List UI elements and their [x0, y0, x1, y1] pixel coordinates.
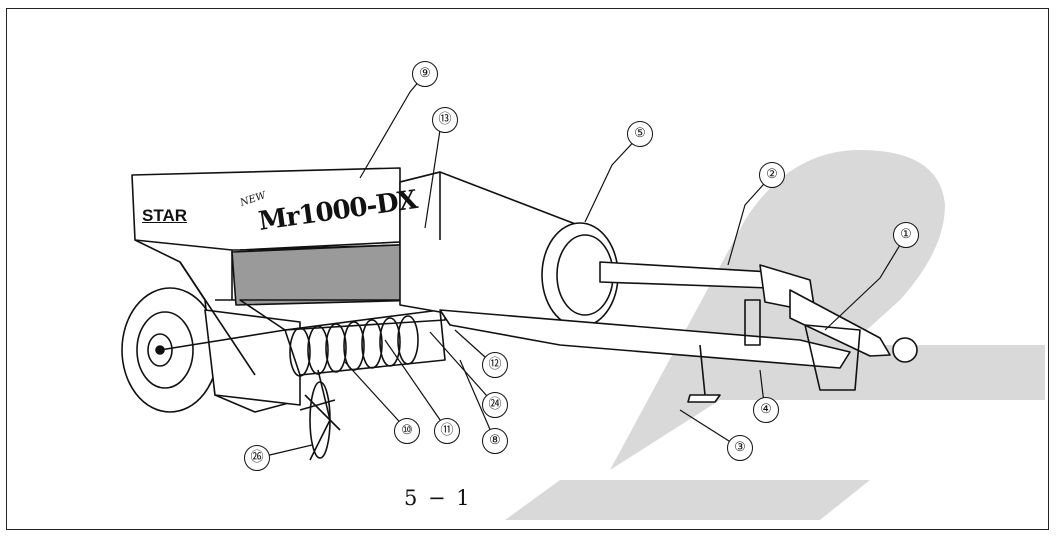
callout-9: ⑨ — [412, 61, 438, 87]
wheel — [121, 287, 219, 413]
callout-5: ⑤ — [627, 121, 653, 147]
callout-26: ㉖ — [244, 445, 270, 471]
leader-lines — [256, 73, 907, 459]
callout-4: ④ — [753, 397, 779, 423]
callout-13: ⑬ — [432, 107, 458, 133]
callout-8: ⑧ — [482, 428, 508, 454]
callout-12: ⑫ — [482, 352, 508, 378]
callout-1: ① — [893, 222, 919, 248]
spiral-tine — [299, 369, 341, 461]
callout-10: ⑩ — [394, 418, 420, 444]
drawbar — [439, 299, 861, 403]
callout-11: ⑪ — [434, 418, 460, 444]
figure-frame — [6, 8, 1049, 530]
intake-chamber — [231, 243, 426, 306]
pto-shaft — [599, 261, 918, 363]
baler-body — [131, 167, 441, 413]
axle-arm — [159, 261, 286, 376]
callout-2: ② — [759, 162, 785, 188]
figure-caption: 5 − 1 — [404, 486, 472, 510]
callout-3: ③ — [727, 435, 753, 461]
callout-24: ㉔ — [482, 392, 508, 418]
brand-label: STAR — [142, 206, 188, 225]
pickup-reel — [239, 299, 446, 377]
